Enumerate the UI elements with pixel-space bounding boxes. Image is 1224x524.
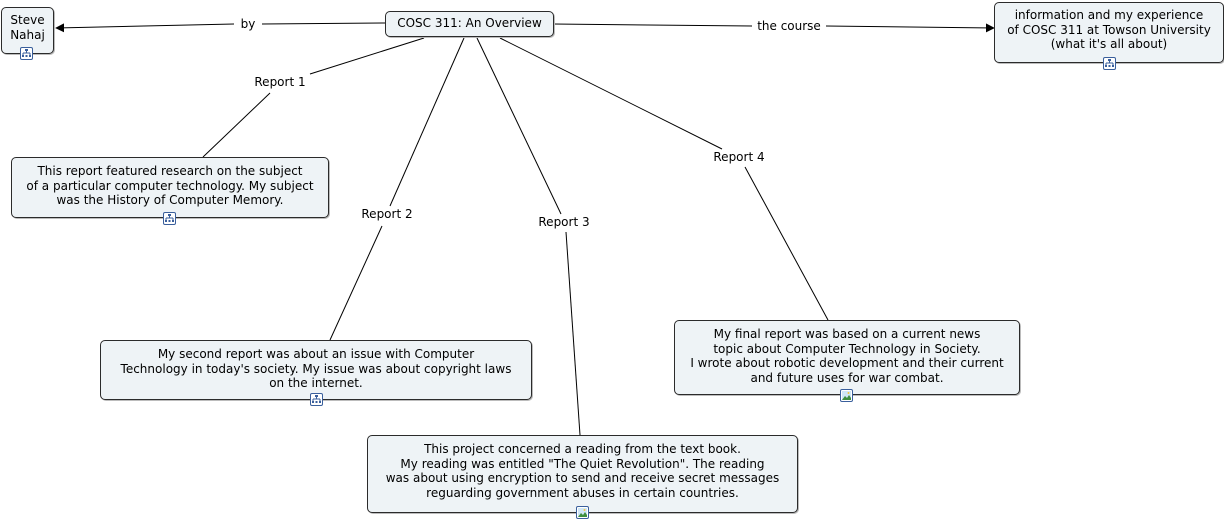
link-label-report-3: Report 3 xyxy=(536,215,592,229)
about-concept[interactable]: information and my experience of COSC 31… xyxy=(994,2,1224,63)
concept-map-resource-icon[interactable] xyxy=(163,212,176,225)
report4-concept-label: My final report was based on a current n… xyxy=(690,327,1004,385)
line-course-about xyxy=(825,23,995,33)
line-report3-node xyxy=(565,231,581,436)
line-root-report1 xyxy=(309,37,425,75)
report4-concept[interactable]: My final report was based on a current n… xyxy=(674,320,1020,395)
line-root-by xyxy=(261,22,387,25)
report1-concept[interactable]: This report featured research on the sub… xyxy=(11,157,329,218)
link-label-report-4: Report 4 xyxy=(711,150,767,164)
image-resource-icon[interactable] xyxy=(840,389,853,402)
line-root-report3 xyxy=(476,37,562,215)
concept-map-resource-icon[interactable] xyxy=(310,393,323,406)
line-report1-node xyxy=(202,92,271,158)
author-concept[interactable]: Steve Nahaj xyxy=(1,7,54,54)
line-root-report4 xyxy=(499,37,723,150)
concept-map-resource-icon[interactable] xyxy=(1103,57,1116,70)
report1-concept-label: This report featured research on the sub… xyxy=(26,164,314,207)
link-label-the-course: the course xyxy=(755,19,823,33)
image-resource-icon[interactable] xyxy=(576,506,589,519)
line-report2-node xyxy=(329,225,383,341)
root-concept-label: COSC 311: An Overview xyxy=(397,16,542,30)
report2-concept-label: My second report was about an issue with… xyxy=(120,347,512,390)
line-root-course xyxy=(552,23,753,27)
link-label-by: by xyxy=(238,17,258,31)
line-root-report2 xyxy=(389,37,465,207)
report3-concept-label: This project concerned a reading from th… xyxy=(385,442,780,500)
concept-map-resource-icon[interactable] xyxy=(20,47,33,60)
line-report4-node xyxy=(744,166,829,321)
report2-concept[interactable]: My second report was about an issue with… xyxy=(100,340,532,400)
line-by-author xyxy=(55,23,235,33)
report3-concept[interactable]: This project concerned a reading from th… xyxy=(367,435,798,513)
about-concept-label: information and my experience of COSC 31… xyxy=(1007,8,1211,51)
author-concept-label: Steve Nahaj xyxy=(10,13,45,42)
link-label-report-2: Report 2 xyxy=(359,207,415,221)
root-concept[interactable]: COSC 311: An Overview xyxy=(385,11,554,37)
link-label-report-1: Report 1 xyxy=(252,75,308,89)
